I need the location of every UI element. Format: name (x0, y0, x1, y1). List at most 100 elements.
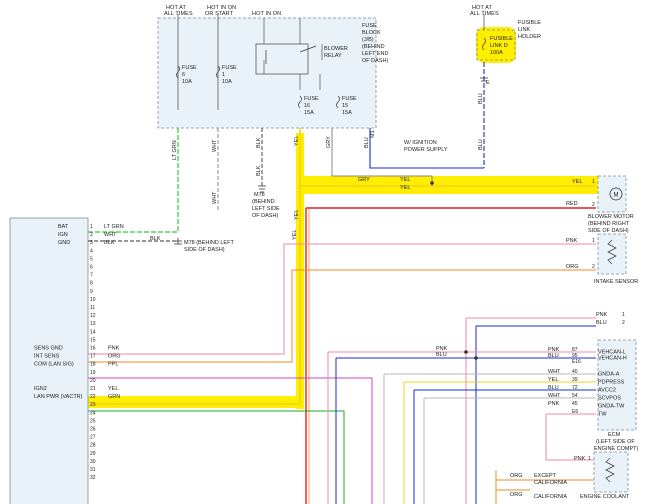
wire-ppl (88, 377, 373, 504)
ecm-left-wire-pnk: PNK (436, 346, 448, 352)
fuse-block-title-5: LEFT END (362, 51, 389, 57)
module-pin-number: 14 (90, 329, 96, 335)
module-pin-number: 22 (90, 394, 96, 400)
module-pin-number: 9 (90, 289, 93, 295)
fuse-6-label-2: 6 (182, 72, 185, 78)
ecm-pin-number: E16 (572, 359, 581, 365)
module-pin-number: 12 (90, 313, 96, 319)
blower-motor-label-3: SIDE OF DASH) (588, 228, 629, 234)
fuse-6-label-1: FUSE (182, 65, 197, 71)
wire-blu-fuse-block (369, 128, 484, 169)
hot-in-on-start-line1: HOT IN ON (207, 5, 236, 11)
ignition-supply-2: POWER SUPPLY (404, 147, 448, 153)
splice-gry-yel (430, 181, 434, 185)
intake-wire-org: ORG (566, 264, 579, 270)
ecm-pin-number: 39 (572, 377, 578, 383)
module-pin-number: 16 (90, 346, 96, 352)
can-right-wire-pnk: PNK (596, 312, 608, 318)
module-pin-label: INT SENS (34, 354, 60, 360)
module-pin-number: 25 (90, 418, 96, 424)
relay-internals (263, 18, 323, 90)
module-pin-label: LAN PWR (VACTR) (34, 394, 83, 400)
can-right-pin-2: 2 (622, 320, 625, 326)
m78-label-1: M78 (254, 192, 265, 198)
hot-all-times-2-line2: ALL TIMES (470, 11, 499, 17)
fusible-link-holder-3: HOLDER (518, 34, 541, 40)
blower-motor-label-2: (BEHIND RIGHT (588, 221, 630, 227)
fusible-link-box (476, 29, 516, 61)
ecm-pin-wire: PNK (548, 401, 560, 407)
ecm-pin-name: TW (598, 412, 607, 418)
blu-label-fuse: BLU (364, 137, 370, 148)
module-pin-number: 32 (90, 475, 96, 481)
blower-pin-1: 1 (592, 179, 595, 185)
california-label: CALIFORNIA (534, 480, 567, 486)
ecm-pin-name: GNDA-TW (598, 404, 625, 410)
module-pin-number: 11 (90, 305, 95, 311)
blower-motor-box (597, 175, 627, 213)
module-pin-number: 24 (90, 410, 96, 416)
ignition-supply-1: W/ IGNITION (404, 140, 437, 146)
engine-coolant-label: ENGINE COOLANT (580, 494, 630, 500)
fuse-block-title-6: OF DASH) (362, 58, 388, 64)
blk-label-top: BLK (256, 137, 262, 148)
ecm-left-wire-blu: BLU (436, 352, 447, 358)
highlight-yel-horizontal (296, 176, 626, 194)
module-pin-label: COM (LAN SIG) (34, 362, 74, 368)
module-pin-label: GND (58, 240, 70, 246)
fuse-6-label-3: 10A (182, 79, 192, 85)
blower-relay-box (255, 43, 309, 75)
module-pin-number: 23 (90, 402, 96, 408)
module-pin-wire: ORG (108, 354, 121, 360)
wire-org-intake (88, 269, 596, 363)
fuse-16-label-1: FUSE (304, 96, 319, 102)
ground-symbol-m78 (258, 185, 266, 193)
module-pin-number: 8 (90, 281, 93, 287)
module-pin-number: 20 (90, 378, 96, 384)
fusible-link-holder-1: FUSIBLE (518, 20, 541, 26)
module-pin-number: 5 (90, 256, 93, 262)
hot-in-on-start-line2: OR START (205, 11, 234, 17)
fuse-block-box (157, 17, 377, 129)
ecm-pin-number: E6 (572, 409, 578, 415)
fuse-15-symbol (336, 95, 340, 109)
module-pin-number: 31 (90, 467, 96, 473)
fuse-block-pin-m1: M1 (370, 130, 376, 138)
grounds (174, 77, 488, 245)
california-label-2: CALIFORNIA (534, 494, 567, 500)
can-right-wire-blu: BLU (596, 320, 607, 326)
module-pin-wire: BLK (104, 240, 115, 246)
module-pin-number: 30 (90, 459, 96, 465)
wire-pnk-coolant (545, 413, 596, 461)
m78-right-label-1: M78 (BEHIND LEFT (184, 240, 234, 246)
module-pin-number: 27 (90, 435, 96, 441)
blk-horizontal-label: BLK (150, 236, 161, 242)
except-label: EXCEPT (534, 473, 557, 479)
can-right-pin-1: 1 (622, 312, 625, 318)
fusible-pin-e: E (486, 80, 490, 86)
wht-label-bottom: WHT (212, 191, 218, 204)
fuse-block-title-2: BLOCK (362, 30, 381, 36)
ecm-pin-number: 45 (572, 401, 578, 407)
module-pin-number: 3 (90, 240, 93, 246)
module-pin-number: 15 (90, 337, 96, 343)
yel-horizontal-label-2: YEL (400, 185, 410, 191)
module-pin-wire: PPL (108, 362, 118, 368)
m78-label-4: OF DASH) (252, 213, 278, 219)
coolant-wire-org: ORG (510, 473, 523, 479)
wire-pnk-intake (88, 243, 596, 355)
ground-symbol-m78-left (174, 238, 182, 245)
motor-m-glyph: M (614, 193, 619, 199)
fuse-6-symbol (176, 65, 180, 79)
module-pin-wire: WHT (104, 232, 117, 238)
fuse-15-label-3: 15A (342, 110, 352, 116)
ecm-label-1: ECM (608, 432, 621, 438)
module-pin-number: 13 (90, 321, 96, 327)
ecm-pin-wire: WHT (548, 393, 561, 399)
ecm-pin-wire: PNK (548, 347, 560, 353)
fuse-1-label-3: 10A (222, 79, 232, 85)
ground-symbol-fusible (480, 77, 488, 82)
wire-grn (88, 410, 345, 504)
fuse-16-label-3: 15A (304, 110, 314, 116)
